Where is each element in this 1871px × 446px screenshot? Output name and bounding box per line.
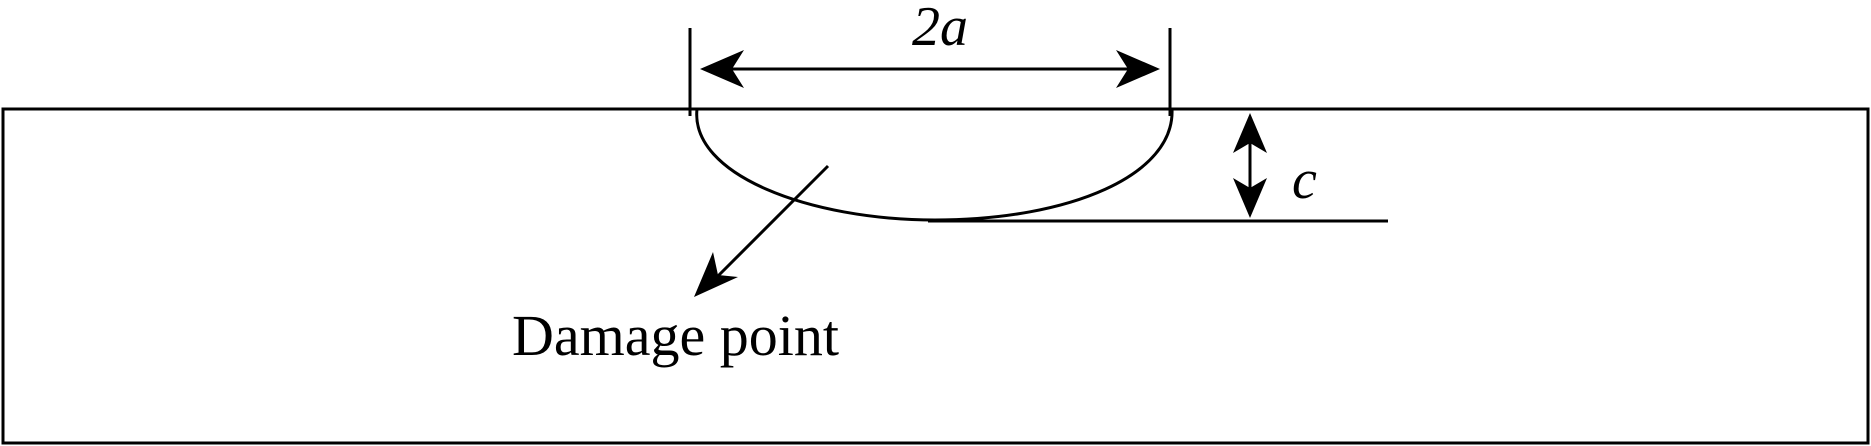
depth-arrow-top	[1233, 113, 1267, 153]
width-arrow-left	[700, 50, 744, 88]
crack-profile	[695, 108, 1174, 222]
width-arrow-right	[1116, 50, 1160, 88]
damage-leader-line	[714, 164, 830, 280]
plate	[1, 107, 1870, 445]
damage-point-label: Damage point	[512, 303, 839, 368]
width-label: 2a	[912, 0, 968, 58]
depth-arrow-bottom	[1233, 178, 1267, 218]
depth-label: c	[1292, 149, 1317, 211]
damage-arrow-head	[694, 252, 738, 297]
